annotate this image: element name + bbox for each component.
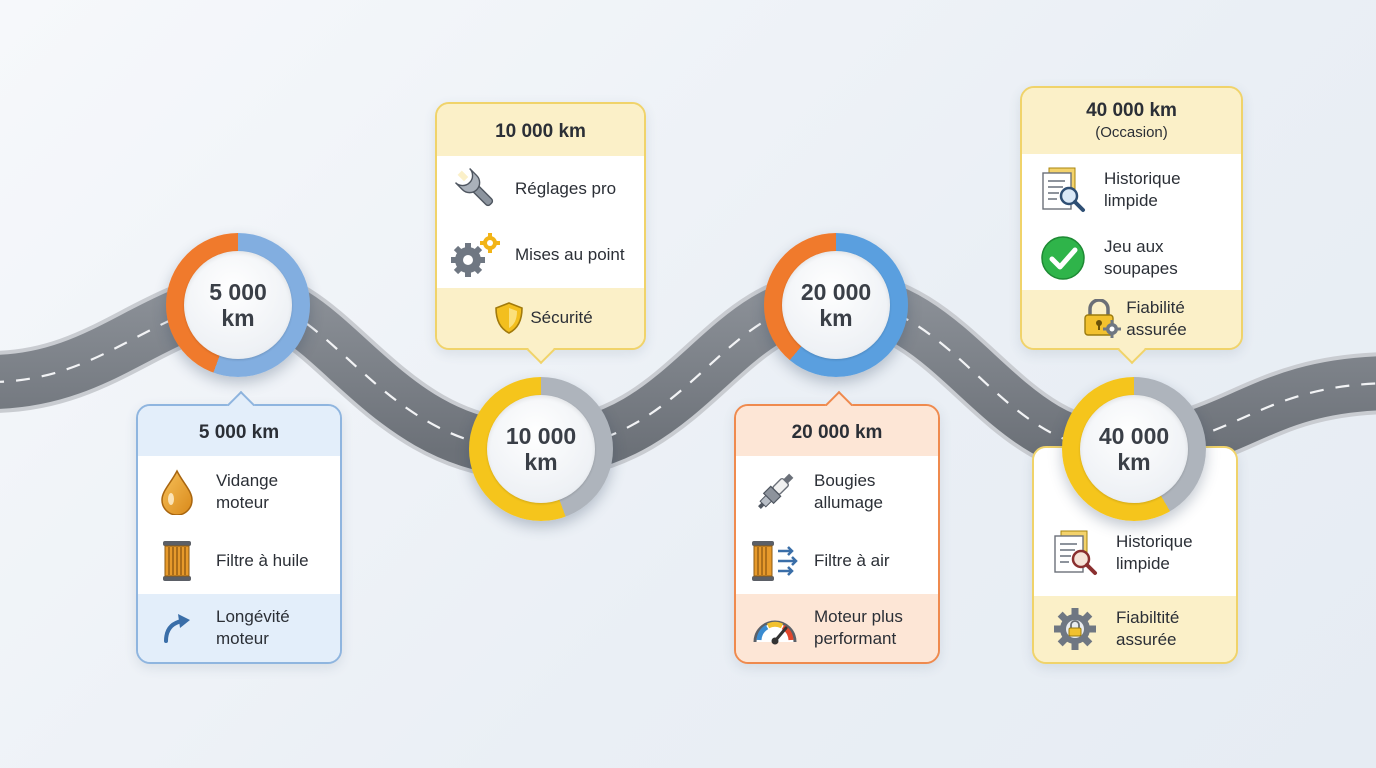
item-label: soupapes — [1104, 259, 1178, 278]
item-label: Mises au point — [515, 245, 625, 264]
card-5000: 5 000 km Vidange moteur Filtre à huile Lo… — [136, 390, 342, 664]
list-item: Réglages pro — [437, 156, 644, 222]
item-label: Historique — [1116, 532, 1193, 551]
card-40000-top: 40 000 km (Occasion) Historique limpide J… — [1020, 86, 1243, 365]
card-10000: 10 000 km Réglages pro Mises au point Sé… — [435, 102, 646, 365]
footer-label: moteur — [216, 629, 269, 648]
lock-gear-icon — [1076, 299, 1126, 339]
oil-drop-icon — [138, 469, 216, 515]
card-footer: Longévité moteur — [138, 594, 340, 662]
footer-label: Fiabilité — [1126, 298, 1185, 317]
list-item: Filtre à air — [736, 528, 938, 594]
milestone-unit: km — [1117, 449, 1151, 475]
item-label: Filtre à huile — [216, 551, 309, 570]
card-title-text: 40 000 km — [1086, 100, 1177, 121]
item-label: limpide — [1104, 191, 1158, 210]
milestone-value: 40 000 — [1098, 423, 1170, 449]
card-footer: Fiabiltité assurée — [1034, 596, 1236, 662]
item-label: Réglages pro — [515, 179, 617, 198]
spark-plug-icon — [736, 469, 814, 515]
footer-label: Sécurité — [530, 308, 593, 327]
item-label: Historique — [1104, 169, 1181, 188]
card-footer: Moteur plus performant — [736, 594, 938, 662]
item-label: Jeu aux — [1104, 237, 1164, 256]
footer-label: Longévité — [216, 607, 290, 626]
item-label: limpide — [1116, 554, 1170, 573]
list-item: Jeu aux soupapes — [1022, 226, 1241, 290]
list-item: Filtre à huile — [138, 528, 340, 594]
card-title: 5 000 km — [138, 406, 340, 456]
shield-icon — [488, 301, 530, 335]
milestone-value: 10 000 — [505, 423, 577, 449]
check-circle-icon — [1022, 235, 1104, 281]
footer-label: assurée — [1116, 630, 1177, 649]
card-20000: 20 000 km Bougies allumage Filtre à air M… — [734, 390, 940, 664]
milestone-unit: km — [819, 305, 853, 331]
footer-label: Fiabiltité — [1116, 608, 1180, 627]
card-subtitle: (Occasion) — [1095, 124, 1168, 141]
milestone-unit: km — [524, 449, 558, 475]
card-title: 10 000 km — [437, 104, 644, 156]
item-label: Filtre à air — [814, 551, 890, 570]
air-filter-icon — [736, 539, 814, 583]
gear-lock-icon — [1034, 606, 1116, 652]
gauge-icon — [736, 608, 814, 648]
milestone-unit: km — [221, 305, 255, 331]
item-label: Bougies — [814, 471, 876, 490]
milestone-value: 20 000 — [800, 279, 872, 305]
wrench-icon — [437, 166, 515, 212]
gears-icon — [437, 232, 515, 278]
list-item: Vidange moteur — [138, 456, 340, 528]
arrow-up-icon — [138, 611, 216, 645]
item-label: Vidange — [216, 471, 279, 490]
oil-filter-icon — [138, 539, 216, 583]
footer-label: Moteur plus — [814, 607, 903, 626]
footer-label: assurée — [1126, 320, 1187, 339]
item-label: allumage — [814, 493, 883, 512]
item-label: moteur — [216, 493, 269, 512]
footer-label: performant — [814, 629, 897, 648]
document-search-icon — [1034, 529, 1116, 577]
card-title: 40 000 km (Occasion) — [1022, 88, 1241, 154]
list-item: Historique limpide — [1022, 154, 1241, 226]
card-title: 20 000 km — [736, 406, 938, 456]
milestone-value: 5 000 — [209, 279, 267, 305]
list-item: Mises au point — [437, 222, 644, 288]
document-search-icon — [1022, 166, 1104, 214]
list-item: Bougies allumage — [736, 456, 938, 528]
